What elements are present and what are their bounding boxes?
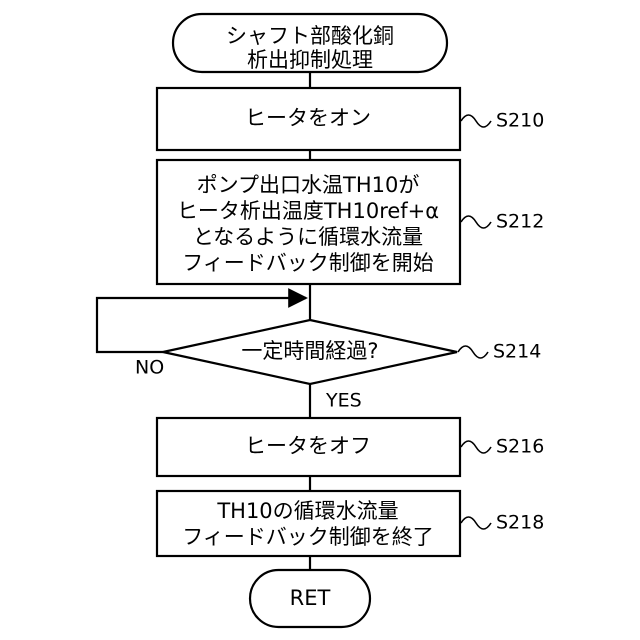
step-s210-leader	[461, 115, 491, 127]
step-s216: ヒータをオフ S216	[157, 418, 544, 476]
decision-s214: 一定時間経過? S214 NO YES	[135, 320, 541, 412]
step-s216-id: S216	[496, 436, 544, 458]
step-s216-leader	[461, 441, 491, 453]
step-s218-leader	[461, 517, 491, 529]
start-line-2: 析出抑制処理	[247, 48, 373, 72]
step-s218-line-1: TH10の循環水流量	[216, 499, 398, 523]
end-terminal-text: RET	[290, 586, 331, 610]
step-s212-line-4: フィードバック制御を開始	[182, 251, 434, 275]
step-s218-id: S218	[496, 512, 544, 534]
step-s212-line-2: ヒータ析出温度TH10ref+α	[177, 199, 439, 223]
step-s210-text: ヒータをオン	[245, 106, 371, 130]
step-s218: TH10の循環水流量 フィードバック制御を終了 S218	[157, 491, 544, 556]
step-s218-line-2: フィードバック制御を終了	[182, 525, 434, 549]
step-s210-id: S210	[496, 110, 544, 132]
step-s212-id: S212	[496, 211, 544, 233]
step-s212: ポンプ出口水温TH10が ヒータ析出温度TH10ref+α となるように循環水流…	[157, 160, 544, 284]
start-line-1: シャフト部酸化銅	[226, 24, 394, 48]
decision-s214-leader	[458, 346, 488, 358]
end-terminal: RET	[250, 570, 370, 627]
step-s210: ヒータをオン S210	[157, 88, 544, 150]
decision-s214-id: S214	[493, 341, 541, 363]
decision-s214-text: 一定時間経過?	[241, 339, 378, 363]
decision-yes-label: YES	[325, 390, 362, 412]
step-s212-line-1: ポンプ出口水温TH10が	[197, 173, 420, 197]
step-s212-leader	[461, 216, 491, 228]
decision-no-label: NO	[135, 357, 164, 379]
step-s216-text: ヒータをオフ	[245, 434, 371, 458]
step-s212-line-3: となるように循環水流量	[193, 225, 423, 249]
start-terminal: シャフト部酸化銅 析出抑制処理	[173, 14, 447, 72]
